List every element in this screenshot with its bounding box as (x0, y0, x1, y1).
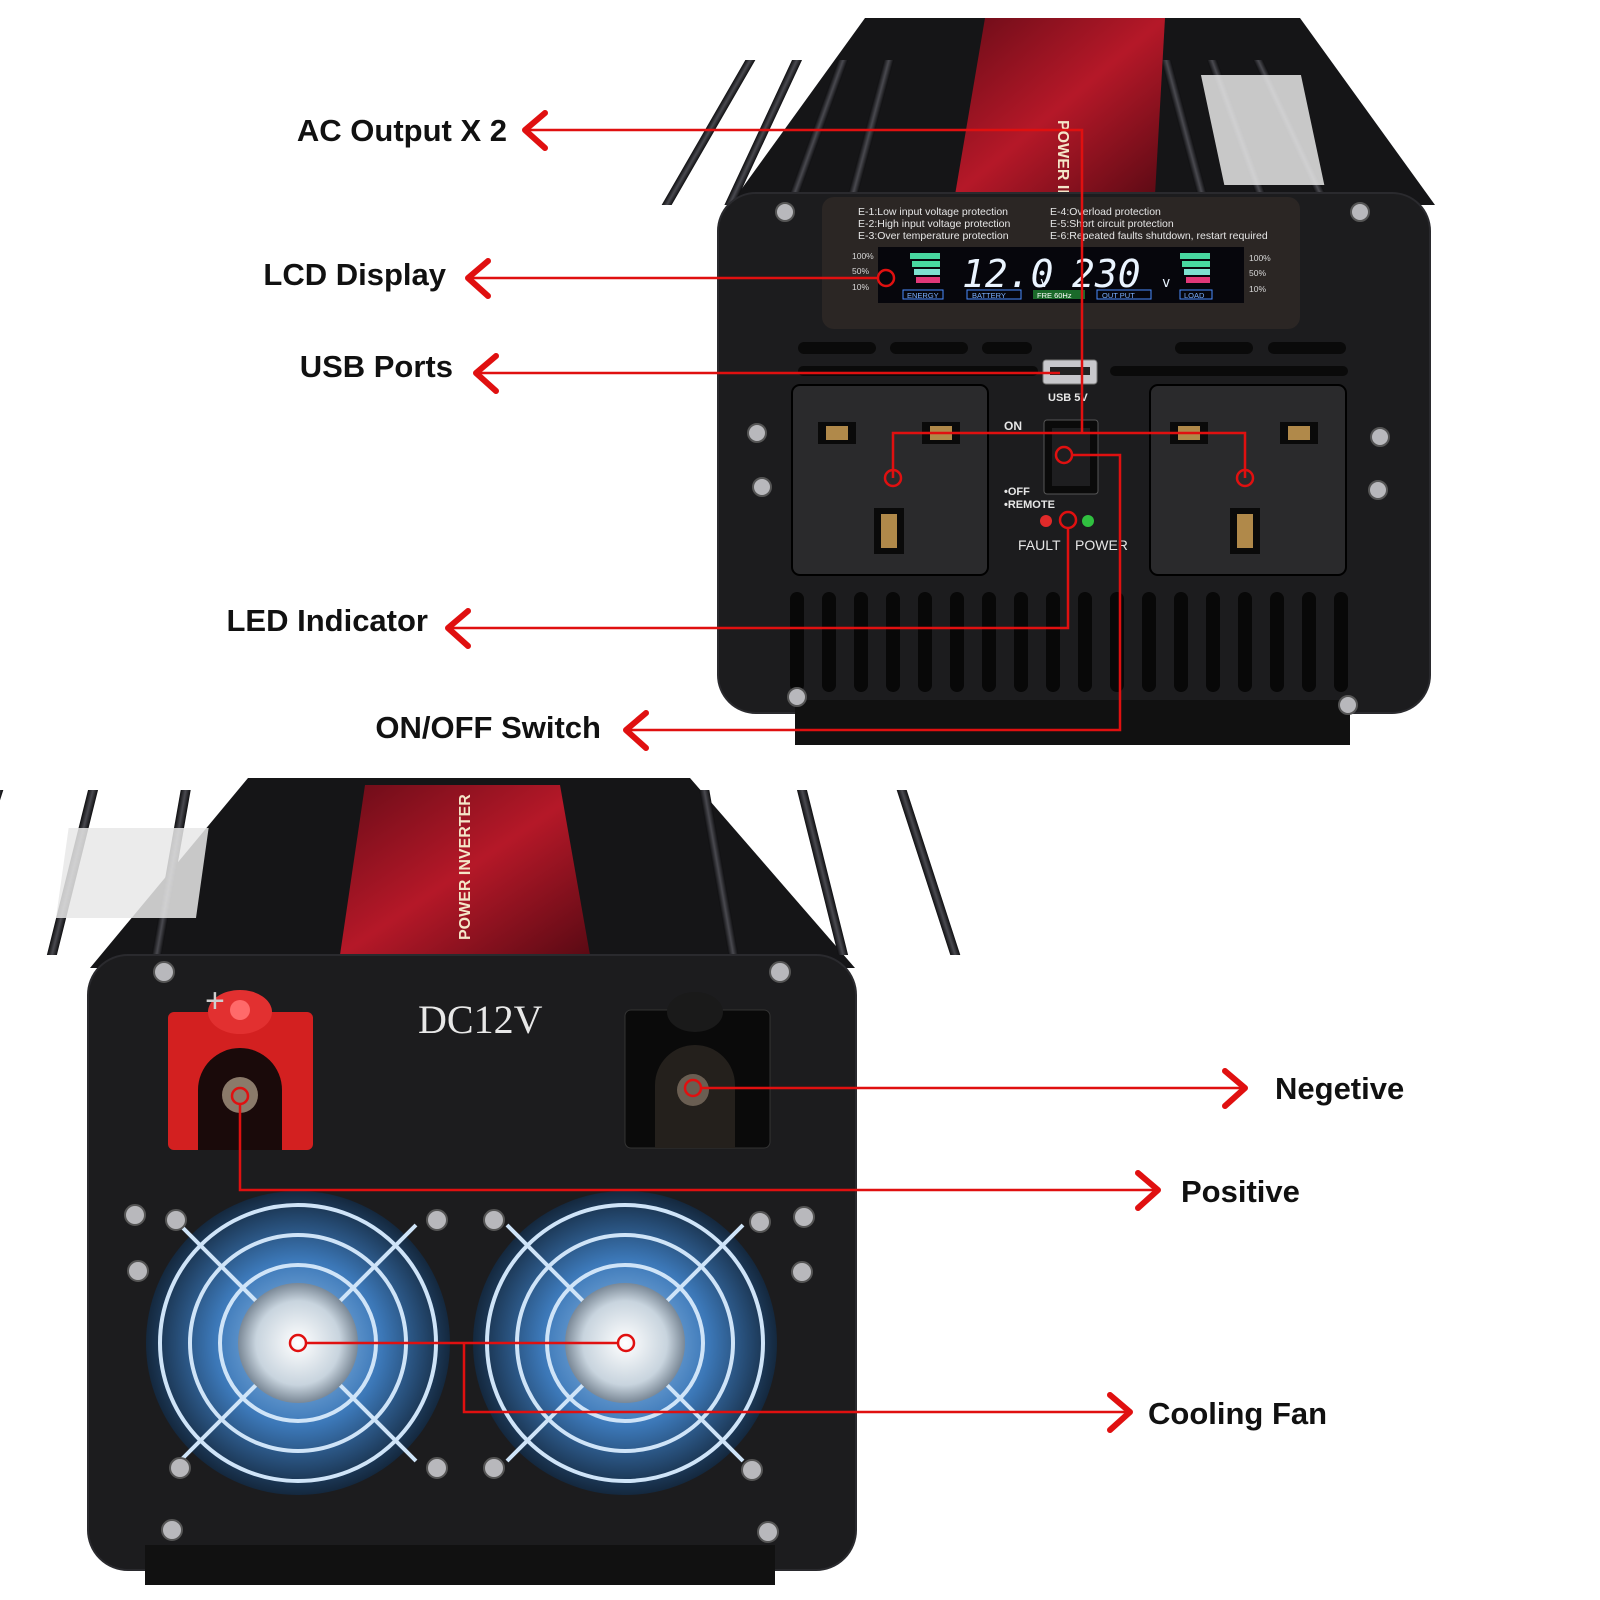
callout-arrows (445, 110, 1248, 1433)
fault-led (1040, 515, 1052, 527)
lcd-scale-right: 100% 50% 10% (1249, 253, 1271, 294)
error-code-e6: E-6:Repeated faults shutdown, restart re… (1050, 230, 1268, 242)
power-label: POWER (1075, 537, 1128, 553)
rear-strip-text: POWER INVERTER (457, 794, 474, 940)
arrow-right-icon (1135, 1170, 1161, 1211)
lcd-scale-right-50: 50% (1249, 268, 1266, 278)
lcd-scale-left-100: 100% (852, 251, 874, 261)
callout-on-off-switch: ON/OFF Switch (375, 710, 601, 745)
front-label-strip (955, 18, 1165, 195)
front-unit: POWER INVERTER E-1:Low input voltage pro… (661, 18, 1435, 745)
switch-leader (628, 453, 1122, 732)
callout-cooling-fan: Cooling Fan (1148, 1396, 1327, 1431)
power-led (1082, 515, 1094, 527)
callout-lines (230, 128, 1255, 1414)
led-leader (450, 528, 1070, 630)
lcd-label-battery: BATTERY (972, 291, 1006, 300)
negative-marker (683, 1078, 703, 1098)
arrow-left-icon (623, 710, 649, 751)
lcd-label-energy: ENERGY (907, 291, 939, 300)
usb-port-slot (1050, 367, 1090, 375)
error-code-e4: E-4:Overload protection (1050, 206, 1161, 218)
rear-spec-sticker (55, 828, 209, 918)
front-lower-vents (790, 592, 1348, 692)
callout-negative: Negetive (1275, 1071, 1404, 1106)
switch-off-label: •OFF (1004, 486, 1030, 498)
arrow-right-icon (1222, 1068, 1248, 1109)
lcd-scale-left-50: 50% (852, 266, 869, 276)
lcd-battery-voltage: 12.0 (962, 252, 1054, 296)
lcd-output-unit: v (1162, 275, 1170, 291)
front-spec-sticker (1200, 75, 1325, 185)
fault-label: FAULT (1018, 537, 1061, 553)
positive-plus-mark: + (205, 982, 225, 1020)
lcd-scale-right-100: 100% (1249, 253, 1271, 263)
rear-base-foot (145, 1545, 775, 1585)
positive-leader (238, 1103, 1158, 1192)
rear-unit: POWER INVERTER DC12V + (0, 778, 961, 1585)
led-marker (1058, 510, 1078, 530)
lcd-marker (876, 268, 896, 288)
lcd-label-output: OUT PUT (1102, 291, 1135, 300)
lcd-battery-unit: v (1040, 275, 1048, 291)
lcd-label-load: LOAD (1184, 291, 1205, 300)
callout-usb-ports: USB Ports (300, 349, 453, 384)
negative-terminal (624, 992, 771, 1149)
arrow-left-icon (465, 258, 491, 299)
fan-left-marker (288, 1333, 308, 1353)
switch-remote-label: •REMOTE (1004, 499, 1055, 511)
callout-led-indicator: LED Indicator (226, 603, 428, 638)
ac-socket-left (791, 384, 989, 576)
arrow-left-icon (473, 353, 499, 394)
positive-marker (230, 1086, 250, 1106)
energy-bar-icon (910, 253, 940, 283)
arrow-left-icon (445, 608, 471, 649)
ac-socket-right (1149, 384, 1347, 576)
arrow-left-icon (522, 110, 548, 151)
fan-leader (462, 1343, 1130, 1414)
lcd-output-voltage: 230 (1072, 252, 1141, 296)
dc-voltage-label: DC12V (418, 997, 543, 1042)
ac-output-branch (891, 431, 1247, 478)
load-bar-icon (1180, 253, 1210, 283)
error-code-e1: E-1:Low input voltage protection (858, 206, 1008, 218)
lcd-scale-right-10: 10% (1249, 284, 1266, 294)
callout-lcd-display: LCD Display (263, 257, 446, 292)
error-code-e2: E-2:High input voltage protection (858, 218, 1011, 230)
positive-terminal (168, 990, 313, 1150)
arrow-right-icon (1107, 1392, 1133, 1433)
fan-right-marker (616, 1333, 636, 1353)
ac-right-marker (1235, 468, 1255, 488)
error-code-e3: E-3:Over temperature protection (858, 230, 1009, 242)
rear-label-strip (340, 785, 590, 955)
lcd-scale-left: 100% 50% 10% (852, 251, 874, 292)
front-screws (747, 202, 1390, 715)
ac-output-leader (527, 128, 1084, 433)
lcd-scale-left-10: 10% (852, 282, 869, 292)
callout-ac-output: AC Output X 2 (297, 113, 507, 148)
front-base-foot (795, 700, 1350, 745)
lcd-label-row: ENERGY BATTERY FRE 60Hz OUT PUT LOAD (902, 289, 1213, 300)
callout-positive: Positive (1181, 1174, 1300, 1209)
switch-on-label: ON (1004, 419, 1022, 433)
ac-left-marker (883, 468, 903, 488)
usb-label: USB 5V (1048, 392, 1088, 404)
switch-marker (1054, 445, 1074, 465)
rear-screws (124, 961, 815, 1543)
error-code-e5: E-5:Short circuit protection (1050, 218, 1174, 230)
lcd-label-freq: FRE 60Hz (1037, 291, 1072, 300)
